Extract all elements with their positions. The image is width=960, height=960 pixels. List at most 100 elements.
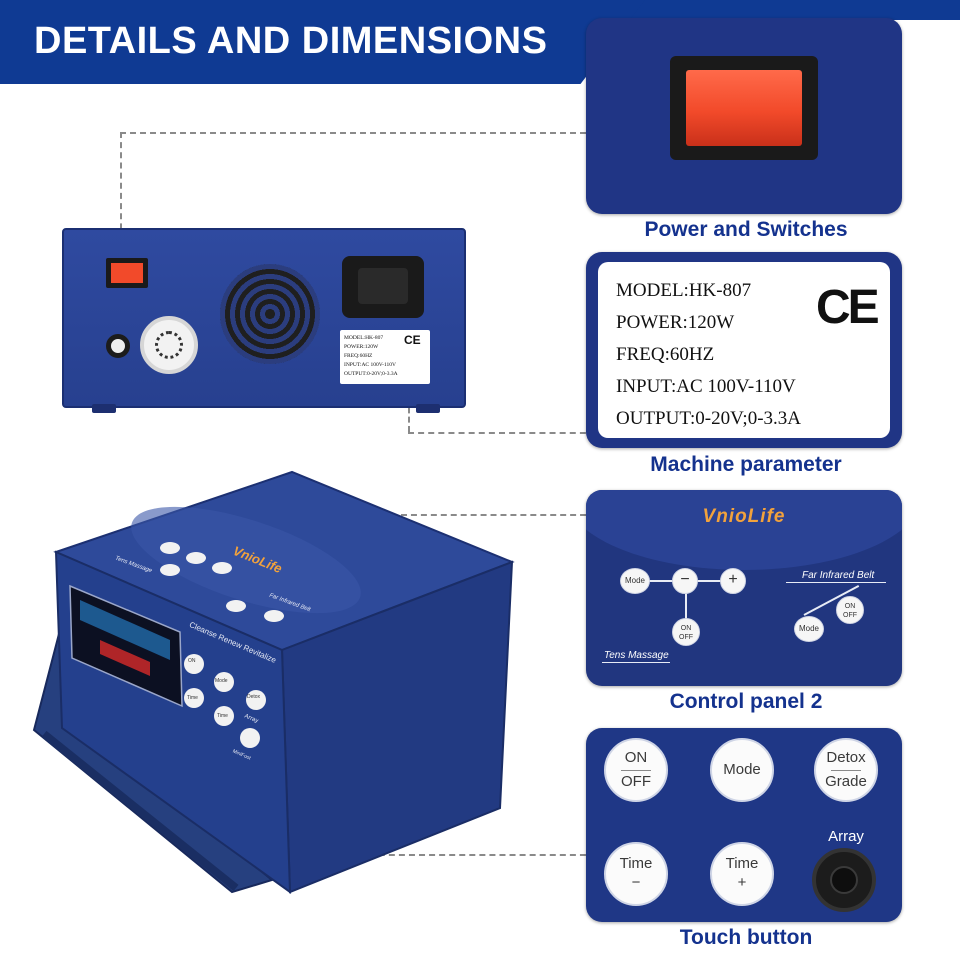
- panel-off-label: OFF: [679, 634, 693, 641]
- touch-array-label: Array: [828, 828, 864, 845]
- device-tens-label: Tens Massage: [114, 555, 153, 575]
- device-front-button: [246, 690, 266, 710]
- device-minifoot-label: MiniFoot: [231, 748, 252, 762]
- parameter-label-plate: MODEL:HK-807 POWER:120W FREQ:60HZ INPUT:…: [598, 262, 890, 438]
- param-output: OUTPUT:0-20V;0-3.3A: [616, 408, 801, 429]
- device-btn-detox: Detox: [247, 694, 261, 700]
- rear-foot-left: [92, 404, 116, 413]
- panel-off-label-2: OFF: [843, 612, 857, 619]
- touch-off-label: OFF: [621, 772, 651, 790]
- touch-separator: [621, 769, 651, 771]
- rear-label-power: POWER:120W: [344, 344, 379, 350]
- panel-brand-logo: VnioLife: [702, 506, 786, 527]
- device-display-screen: [69, 584, 183, 708]
- touch-time-minus-button[interactable]: Time −: [604, 842, 668, 906]
- panel-minus-button[interactable]: −: [672, 568, 698, 594]
- card-control-panel: VnioLife Mode − + ON OFF Tens Massage Fa…: [586, 490, 902, 686]
- card-power-switch: [586, 18, 902, 214]
- rear-switch-rocker: [111, 263, 143, 283]
- panel-on-off-button-2[interactable]: ON OFF: [836, 596, 864, 624]
- panel-far-infrared-label: Far Infrared Belt: [802, 570, 875, 581]
- ce-mark-icon: CE: [816, 281, 880, 334]
- panel-connector-line: [685, 580, 687, 620]
- marker-control-device: [206, 586, 217, 597]
- device-top-button: [226, 600, 246, 612]
- array-socket-icon[interactable]: [812, 848, 876, 912]
- leader-param-horizontal: [408, 432, 596, 434]
- device-top-button: [186, 552, 206, 564]
- caption-control-panel: Control panel 2: [669, 690, 823, 713]
- param-input: INPUT:AC 100V-110V: [616, 376, 796, 397]
- panel-arc-shade: [586, 490, 902, 570]
- device-right-face: [280, 560, 514, 894]
- device-brand-logo: VnioLife: [231, 542, 285, 577]
- touch-detox-grade-button[interactable]: Detox Grade: [814, 738, 878, 802]
- device-top-button: [264, 610, 284, 622]
- touch-time-plus-label: Time: [725, 855, 759, 873]
- param-power: POWER:120W: [616, 312, 735, 333]
- device-display-readout-red: [100, 640, 150, 676]
- device-top-button: [160, 542, 180, 554]
- card-touch-buttons: ON OFF Mode Detox Grade Array Time − Tim…: [586, 728, 902, 922]
- device-handle: [32, 628, 275, 894]
- rear-label-model: MODEL:HK-807: [344, 335, 384, 341]
- panel-plus-button[interactable]: +: [720, 568, 746, 594]
- panel-mode-button[interactable]: Mode: [620, 568, 650, 594]
- device-btn-time1: Time: [187, 695, 198, 701]
- header-banner: [0, 0, 645, 84]
- panel-tens-underline: [602, 662, 670, 663]
- device-display-readout: [80, 600, 170, 660]
- rear-label-freq: FREQ:60HZ: [344, 353, 373, 359]
- touch-on-label: ON: [624, 748, 648, 766]
- page-title: DETAILS AND DIMENSIONS: [34, 20, 548, 62]
- touch-time-plus-button[interactable]: Time +: [710, 842, 774, 906]
- touch-time-minus-sign: −: [631, 874, 641, 891]
- param-freq: FREQ:60HZ: [616, 344, 715, 365]
- caption-power-switches: Power and Switches: [644, 218, 848, 241]
- leader-touch-vertical: [238, 708, 240, 856]
- caption-touch-button: Touch button: [679, 926, 813, 949]
- rear-label-plate: MODEL:HK-807 POWER:120W FREQ:60HZ INPUT:…: [340, 330, 430, 384]
- panel-on-label: ON: [680, 625, 692, 632]
- power-inlet-icon: [342, 256, 424, 318]
- touch-separator: [831, 769, 861, 771]
- rocker-switch-bezel: [670, 56, 818, 160]
- fan-grille-icon: [220, 264, 320, 364]
- rear-label-ce-icon: CE: [404, 333, 421, 347]
- touch-on-off-button[interactable]: ON OFF: [604, 738, 668, 802]
- rear-label-output: OUTPUT:0-20V;0-3.3A: [344, 371, 398, 377]
- touch-time-minus-label: Time: [619, 855, 653, 873]
- leader-control-horizontal: [212, 514, 596, 516]
- device-btn-mode: Mode: [215, 678, 228, 684]
- aviation-connector-icon: [140, 316, 198, 374]
- device-tagline: Cleanse Renew Revitalize: [187, 620, 278, 665]
- rear-foot-right: [416, 404, 440, 413]
- power-inlet-socket: [358, 268, 408, 304]
- device-top-button: [160, 564, 180, 576]
- device-rear-panel: MODEL:HK-807 POWER:120W FREQ:60HZ INPUT:…: [62, 228, 466, 408]
- panel-on-label-2: ON: [844, 603, 856, 610]
- caption-machine-parameter: Machine parameter: [650, 453, 842, 476]
- panel-on-off-button[interactable]: ON OFF: [672, 618, 700, 646]
- rear-label-input: INPUT:AC 100V-110V: [344, 362, 397, 368]
- device-array-label: Array: [243, 713, 259, 725]
- marker-touch-device: [232, 702, 243, 713]
- panel-mode-button-2[interactable]: Mode: [794, 616, 824, 642]
- array-socket-inner: [830, 866, 858, 894]
- device-handle-grip: [41, 730, 239, 892]
- rear-switch-icon[interactable]: [106, 258, 148, 288]
- device-btn-on: ON: [188, 658, 196, 664]
- device-front-button: [240, 728, 260, 748]
- panel-far-infrared-underline: [786, 582, 886, 583]
- rocker-switch-icon: [686, 70, 802, 146]
- card-machine-parameter: MODEL:HK-807 POWER:120W FREQ:60HZ INPUT:…: [586, 252, 902, 448]
- leader-power-vertical: [120, 132, 122, 270]
- touch-mode-button[interactable]: Mode: [710, 738, 774, 802]
- device-top-button: [212, 562, 232, 574]
- device-far-infrared-label: Far Infrared Belt: [268, 592, 312, 614]
- header-accent-strip: [560, 0, 960, 20]
- leader-power-horizontal: [120, 132, 596, 134]
- leader-touch-horizontal: [238, 854, 596, 856]
- leader-control-vertical: [212, 514, 214, 592]
- device-front-button: [184, 654, 204, 674]
